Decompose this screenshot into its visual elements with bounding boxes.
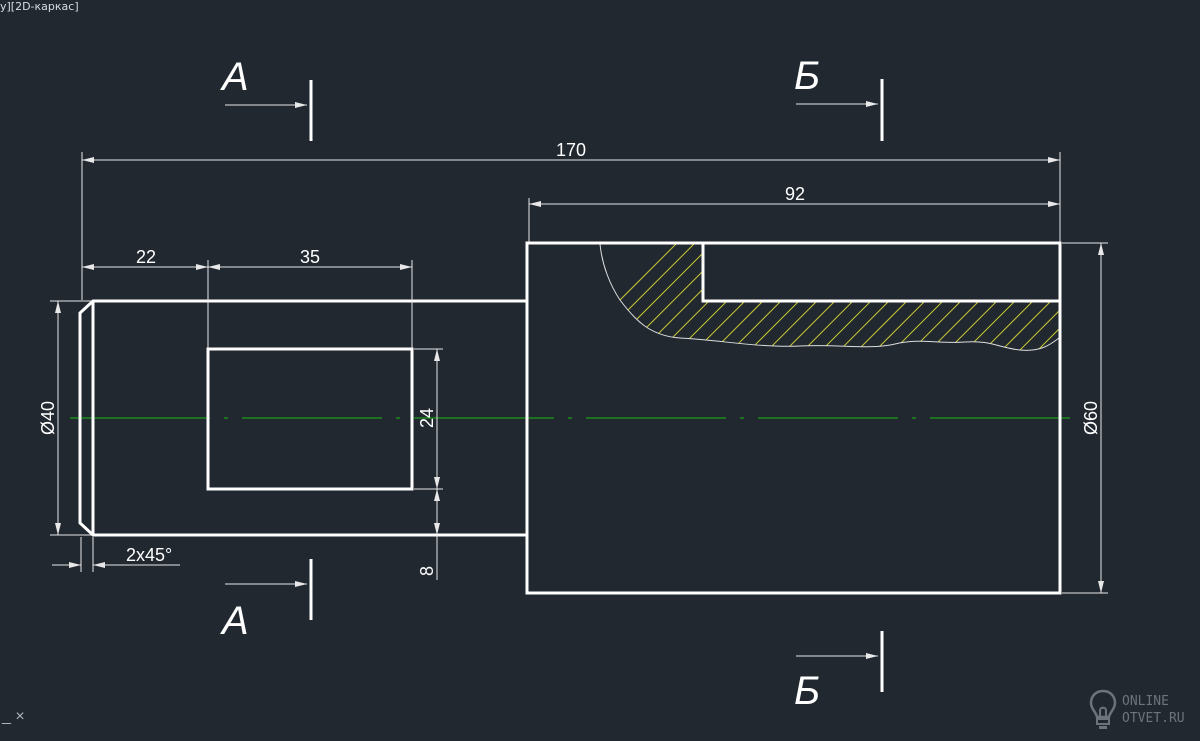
watermark-line2: OTVET.RU: [1122, 711, 1185, 726]
hatch-line: [1082, 240, 1200, 360]
hatch-line: [1009, 244, 1059, 351]
dim-d40: Ø40: [38, 300, 92, 536]
dim-170-text: 170: [556, 140, 586, 160]
dim-d60: Ø60: [1062, 242, 1108, 594]
keyway: [206, 347, 414, 491]
dim-35-text: 35: [300, 247, 320, 267]
dim-170: 170: [81, 140, 1061, 300]
large-cylinder: [525, 241, 1062, 595]
dim-chamfer: 2x45°: [52, 537, 180, 572]
hatch-line: [600, 244, 717, 351]
dim-22-35: 22 35: [82, 247, 413, 348]
section-a-bottom: А: [220, 559, 313, 643]
section-b-top: Б: [794, 54, 884, 141]
hatch-line: [1118, 240, 1200, 360]
dim-22-text: 22: [136, 247, 156, 267]
dim-d60-text: Ø60: [1081, 401, 1101, 435]
hatch-line: [1100, 240, 1200, 360]
dim-d40-text: Ø40: [38, 401, 58, 435]
small-shaft: [78, 299, 527, 537]
dim-8-text: 8: [417, 566, 437, 576]
svg-text:Б: Б: [794, 669, 820, 713]
hatch-line: [600, 244, 699, 351]
svg-text:А: А: [220, 55, 249, 99]
hatch-line: [1064, 240, 1184, 360]
lightbulb-icon: [1089, 689, 1117, 729]
break-line: [599, 243, 1060, 351]
svg-text:Б: Б: [794, 54, 820, 98]
section-b-bottom: Б: [794, 631, 884, 713]
hatch-line: [1027, 244, 1059, 351]
watermark-line1: ONLINE: [1122, 694, 1169, 709]
dim-24-8: 24 8: [414, 348, 443, 580]
dim-92-text: 92: [785, 184, 805, 204]
dim-92: 92: [528, 184, 1060, 242]
dim-24-text: 24: [417, 408, 437, 428]
hatch-line: [1045, 244, 1059, 351]
dim-chamfer-text: 2x45°: [126, 545, 172, 565]
svg-text:А: А: [220, 599, 249, 643]
section-a-top: А: [220, 55, 313, 141]
viewport-label[interactable]: у][2D-каркас]: [0, 0, 79, 13]
watermark: ONLINE OTVET.RU: [1088, 688, 1185, 732]
bore: [701, 243, 1060, 303]
ucs-icon: _ ×: [2, 708, 25, 725]
